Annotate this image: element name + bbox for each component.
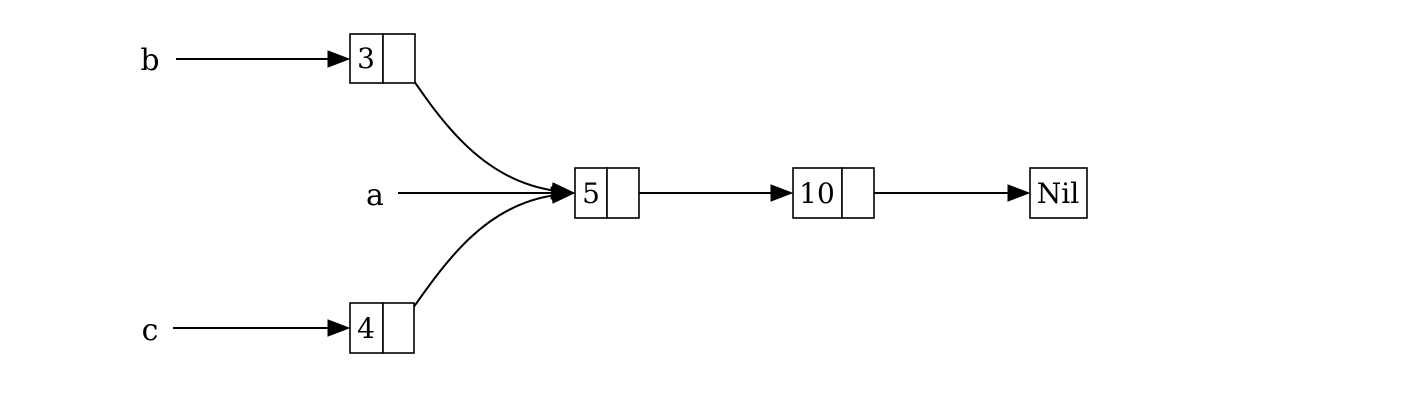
edges (173, 50, 1031, 337)
node-5: 5 (574, 167, 640, 219)
arrowhead-node-5-to-node-10 (770, 184, 794, 202)
var-label-a: a (366, 178, 384, 213)
node-4-value: 4 (357, 312, 375, 345)
nil-value: Nil (1037, 177, 1079, 210)
node-3-next-cell (382, 33, 416, 84)
edge-node-3-to-node-5 (398, 58, 557, 192)
nil-cell (1029, 167, 1088, 219)
node-nil: Nil (1029, 167, 1088, 219)
arrowhead-c-to-node-4 (327, 319, 351, 337)
arrowhead-b-to-node-3 (327, 50, 351, 68)
arrowhead-node-10-to-nil (1007, 184, 1031, 202)
node-5-next-cell (606, 167, 640, 219)
node-4-value-cell (349, 302, 384, 354)
node-10: 10 (792, 167, 875, 219)
node-10-next-cell (841, 167, 875, 219)
node-5-value: 5 (582, 177, 600, 210)
edge-node-4-to-node-5 (398, 194, 557, 329)
node-3-value: 3 (357, 42, 375, 75)
var-label-c: c (142, 313, 159, 348)
node-4: 4 (349, 302, 415, 354)
node-4-next-cell (382, 302, 415, 354)
var-label-b: b (140, 43, 159, 78)
node-10-value: 10 (799, 177, 835, 210)
node-10-value-cell (792, 167, 843, 219)
node-3: 3 (349, 33, 416, 84)
arrowhead-node-4-to-node-5 (550, 186, 576, 204)
